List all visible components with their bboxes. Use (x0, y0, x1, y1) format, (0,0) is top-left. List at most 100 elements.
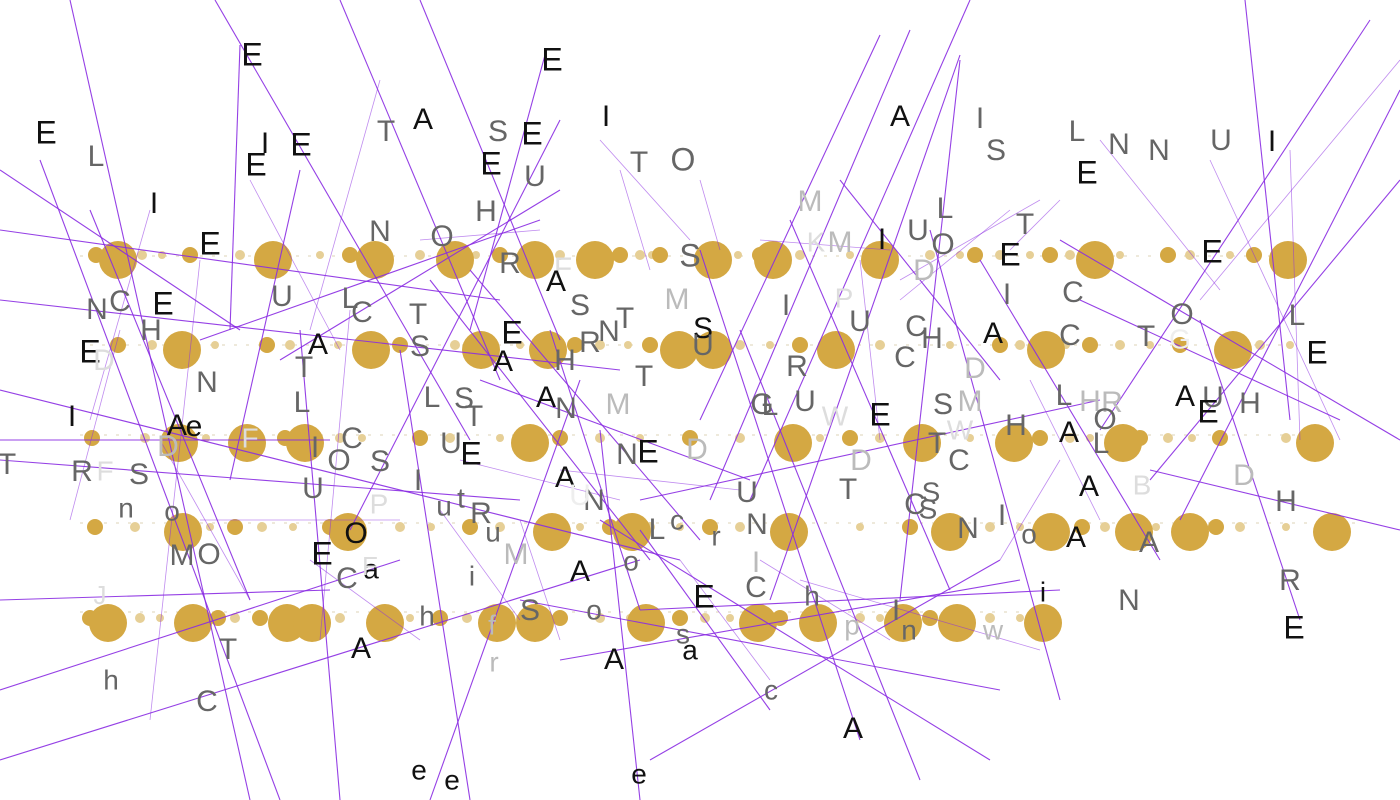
scattered-letter: O (430, 220, 453, 253)
scattered-letter: E (1197, 393, 1218, 429)
scattered-letter: T (295, 351, 313, 384)
scattered-letter: C (109, 285, 131, 318)
stroke-line (1199, 59, 1400, 301)
scattered-letter: T (1137, 320, 1155, 353)
small-dot (595, 433, 605, 443)
small-dot (642, 337, 658, 353)
scattered-letter: T (0, 448, 16, 481)
small-dot (792, 337, 808, 353)
scattered-letter: a (682, 634, 698, 665)
scattered-letter: R (499, 247, 521, 280)
scattered-letter: E (999, 236, 1020, 272)
small-dot (552, 610, 568, 626)
small-dot (1208, 519, 1224, 535)
scattered-letter: r (711, 520, 720, 551)
small-dot (766, 341, 774, 349)
large-dot (533, 513, 571, 551)
scattered-letter: I (998, 499, 1006, 532)
stroke-line (69, 0, 251, 800)
small-dot (985, 522, 995, 532)
scattered-letter: C (1062, 276, 1084, 309)
scattered-letter: O (931, 228, 954, 261)
scattered-letter: U (1210, 124, 1232, 157)
scattered-letter: A (843, 712, 863, 745)
small-dot (1163, 433, 1173, 443)
scattered-letter: N (1148, 134, 1170, 167)
stroke-line (999, 459, 1061, 561)
scattered-letter: E (541, 41, 562, 77)
scattered-letter: S (986, 134, 1006, 167)
scattered-letter: E (290, 126, 311, 162)
scattered-letter: L (1056, 379, 1073, 412)
large-dot (627, 604, 665, 642)
scattered-letter: E (79, 333, 100, 369)
scattered-letter: U (692, 329, 714, 362)
scattered-letter: n (118, 492, 134, 523)
small-dot (235, 250, 245, 260)
stroke-line (399, 349, 471, 800)
large-dot (1171, 513, 1209, 551)
scattered-letter: I (976, 102, 984, 135)
scattered-letter: p (844, 609, 860, 640)
scattered-letter: L (649, 513, 666, 546)
scattered-letter: U (794, 385, 816, 418)
scattered-letter: B (1133, 469, 1152, 500)
large-dot (739, 604, 777, 642)
scattered-letter: T (409, 298, 427, 331)
stroke-line (1149, 469, 1400, 531)
scattered-letter: A (604, 643, 624, 676)
large-dot (1313, 513, 1351, 551)
scattered-letter: S (488, 115, 508, 148)
scattered-letter: I (414, 464, 422, 497)
scattered-letter: E (1201, 233, 1222, 269)
small-dot (702, 519, 718, 535)
small-dot (450, 340, 460, 350)
dot-layer (82, 241, 1351, 642)
stroke-line (319, 309, 351, 641)
scattered-letter: T (630, 146, 648, 179)
scattered-letter: o (164, 495, 180, 526)
stroke-line (699, 249, 861, 741)
small-dot (252, 610, 268, 626)
stroke-line (1099, 19, 1371, 431)
scattered-letter: N (583, 484, 605, 517)
scattered-letter: F (241, 422, 258, 453)
scattered-letter: N (1108, 128, 1130, 161)
small-dot (795, 250, 805, 260)
scattered-letter: S (520, 594, 540, 627)
scattered-letter: i (1040, 576, 1046, 607)
small-dot (1235, 522, 1245, 532)
scattered-letter: O (671, 141, 696, 177)
stroke-line (699, 34, 881, 421)
scattered-letter: T (219, 633, 237, 666)
scattered-letter: A (308, 328, 328, 361)
large-dot (1214, 331, 1252, 369)
scattered-letter: E (241, 36, 262, 72)
large-dot (529, 331, 567, 369)
small-dot (635, 250, 645, 260)
small-dot (289, 523, 297, 531)
stroke-line (789, 219, 951, 591)
large-dot (293, 604, 331, 642)
small-dot (652, 247, 668, 263)
scattered-letter: N (616, 438, 638, 471)
large-dot (903, 424, 941, 462)
stroke-line (799, 579, 1041, 651)
scattered-letter: N (1118, 584, 1140, 617)
large-dot (817, 331, 855, 369)
scattered-letter: I (892, 594, 900, 627)
scattered-letter: R (1101, 386, 1123, 419)
scattered-letter: L (762, 389, 779, 422)
scattered-letter: T (377, 115, 395, 148)
small-dot (700, 613, 710, 623)
scattered-letter: P (835, 282, 854, 313)
small-dot (427, 523, 435, 531)
scattered-letter: M (665, 283, 690, 316)
stroke-line (0, 299, 621, 371)
small-dot (555, 250, 565, 260)
stroke-line (229, 44, 241, 331)
stroke-line (639, 399, 1101, 501)
scattered-letter: L (294, 386, 311, 419)
stroke-line (839, 179, 1001, 381)
